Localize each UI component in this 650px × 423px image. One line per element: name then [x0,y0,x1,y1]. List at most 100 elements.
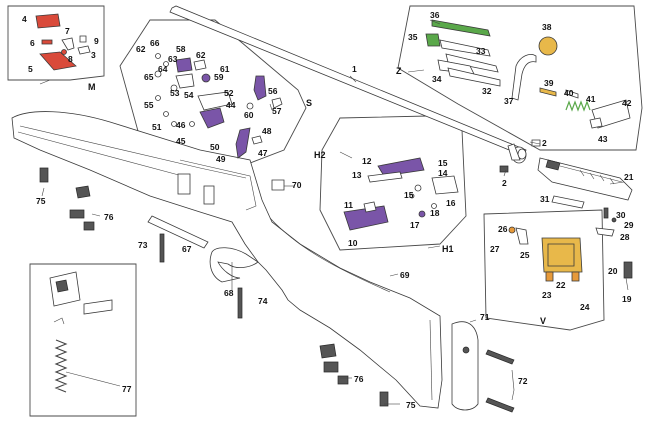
label-part-75b: 75 [406,400,416,410]
part-20 [623,261,633,279]
part-8 [61,49,67,55]
screw-72a [485,349,515,365]
group-label-m: M [88,82,96,92]
label-part-2a: 2 [542,138,547,148]
label-part-20: 20 [608,266,618,276]
part-70 [271,179,285,191]
buttplate-71 [451,321,479,411]
group-h-parts [343,157,459,231]
label-part-19: 19 [622,294,632,304]
label-part-10: 10 [348,238,358,248]
label-part-25: 25 [520,250,530,260]
label-part-39: 39 [544,78,554,88]
label-part-51: 51 [152,122,162,132]
label-part-62b: 62 [196,50,206,60]
part-30 [603,207,609,219]
outline-group-s [119,19,307,171]
label-part-67: 67 [182,244,192,254]
label-part-69: 69 [400,270,410,280]
part-19 [625,277,629,291]
label-part-35: 35 [408,32,418,42]
outline-group-z [397,5,643,151]
label-part-3: 3 [91,50,96,60]
label-part-74: 74 [258,296,268,306]
outline-group-v [483,209,605,331]
label-part-27: 27 [490,244,500,254]
label-part-61: 61 [220,64,230,74]
label-part-55: 55 [144,100,154,110]
label-part-44: 44 [226,100,236,110]
label-part-12: 12 [362,156,372,166]
barrel [169,5,527,164]
spring-41 [565,100,591,112]
label-part-36: 36 [430,10,440,20]
part-7 [61,37,75,51]
group-m-parts [35,13,91,71]
part-3 [77,45,91,55]
label-part-46: 46 [176,120,186,130]
label-part-17: 17 [410,220,420,230]
label-part-30: 30 [616,210,626,220]
outline-group-m [7,5,105,81]
label-part-45: 45 [176,136,186,146]
group-label-s: S [306,98,312,108]
label-part-76b: 76 [354,374,364,384]
label-part-34: 34 [432,74,442,84]
label-part-41: 41 [586,94,596,104]
stock [11,111,443,409]
screw-72b [485,397,515,413]
misc-parts [147,139,633,413]
label-part-11: 11 [344,200,353,210]
label-part-58: 58 [176,44,186,54]
label-part-68: 68 [224,288,234,298]
label-part-24: 24 [580,302,590,312]
receiver-rail [537,157,633,201]
part-67 [147,215,209,249]
label-part-6: 6 [30,38,35,48]
label-part-4: 4 [22,14,27,24]
part-5-red [39,51,77,71]
label-part-70: 70 [292,180,302,190]
label-part-21: 21 [624,172,634,182]
label-part-49: 49 [216,154,226,164]
label-part-1: 1 [352,64,357,74]
group-label-v: V [540,316,546,326]
part-31 [551,195,585,209]
part-labels: 1 2 2 3 4 5 6 7 8 9 10 11 12 13 14 15 15… [22,10,634,410]
label-part-76a: 76 [104,212,114,222]
group-s-parts [154,53,283,159]
label-part-15b: 15 [404,190,414,200]
label-part-33: 33 [476,46,486,56]
label-part-64: 64 [158,64,168,74]
label-part-15a: 15 [438,158,448,168]
group-v-parts [508,226,615,282]
label-part-50: 50 [210,142,220,152]
label-part-31: 31 [540,194,550,204]
label-part-26: 26 [498,224,508,234]
part-9 [79,35,87,43]
label-part-59: 59 [214,72,224,82]
group-77-parts [49,271,113,393]
group-label-h2: H2 [314,150,326,160]
label-part-57: 57 [272,106,282,116]
label-part-60: 60 [244,110,254,120]
label-part-43: 43 [598,134,608,144]
group-label-h1: H1 [442,244,454,254]
label-part-52: 52 [224,88,234,98]
leader-lines [39,19,625,405]
label-part-13: 13 [352,170,362,180]
label-part-14: 14 [438,168,448,178]
label-part-23: 23 [542,290,552,300]
screw-74 [237,287,243,319]
label-part-42: 42 [622,98,632,108]
label-part-9: 9 [94,36,99,46]
label-part-40: 40 [564,88,574,98]
label-part-37: 37 [504,96,514,106]
label-part-32: 32 [482,86,492,96]
label-part-8: 8 [68,54,73,64]
label-part-72: 72 [518,376,528,386]
bolt-knob [538,36,558,56]
outline-group-77 [29,263,137,417]
label-part-28: 28 [620,232,630,242]
label-part-5: 5 [28,64,33,74]
